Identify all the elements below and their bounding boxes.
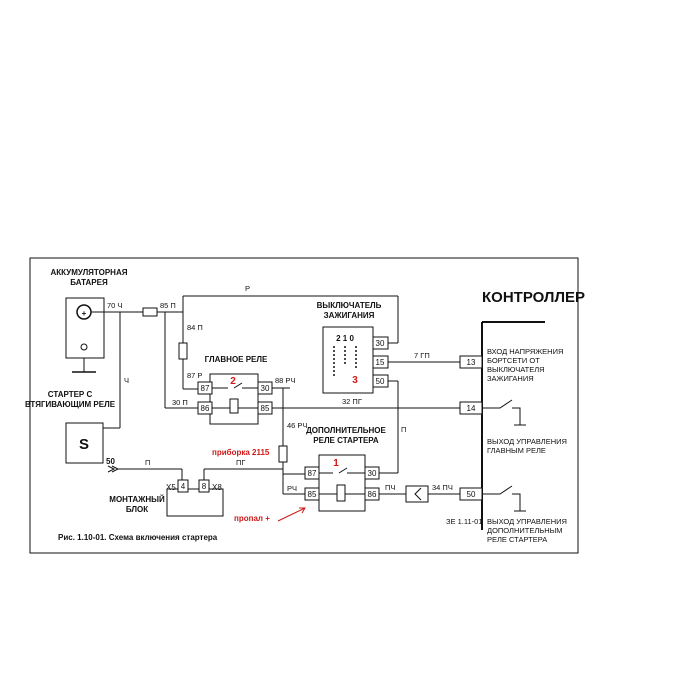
- controller-in1-label-3: ВЫКЛЮЧАТЕЛЯ: [487, 365, 545, 374]
- ignition-switch: [322, 326, 374, 394]
- diode-icon: [414, 487, 422, 501]
- figure-caption: Рис. 1.10-01. Схема включения стартера: [58, 533, 218, 542]
- main-relay-mark: 2: [230, 376, 236, 387]
- wire-label-84p: 84 П: [187, 323, 203, 332]
- controller-in1-label-4: ЗАЖИГАНИЯ: [487, 374, 534, 383]
- mount-block-label: МОНТАЖНЫЙ: [109, 495, 165, 504]
- controller-title: КОНТРОЛЛЕР: [482, 289, 585, 306]
- fuse-46: [278, 445, 288, 463]
- wire-label-30p: 30 П: [172, 398, 188, 407]
- ignition-pin50-label: 50: [376, 377, 385, 386]
- ignition-title: ВЫКЛЮЧАТЕЛЬ: [317, 301, 382, 310]
- controller-pin13-label: 13: [467, 358, 476, 367]
- annotation-power: пропал +: [234, 514, 270, 523]
- aux-relay-pin87-label: 87: [308, 469, 317, 478]
- wire-label-70ch: 70 Ч: [107, 301, 122, 310]
- ignition-pin30: [372, 336, 389, 350]
- controller-out2-label-2: ДОПОЛНИТЕЛЬНЫМ: [487, 526, 563, 535]
- mount-pin4-label: 4: [181, 482, 186, 491]
- wire-label-p: П: [401, 425, 406, 434]
- annotation-fuse: приборка 2115: [212, 448, 270, 457]
- wire-label-87r: 87 Р: [187, 371, 202, 380]
- annotation-arrow: [277, 507, 306, 522]
- starter-label: СТАРТЕР С: [48, 390, 93, 399]
- mount-x8: X8: [212, 483, 222, 492]
- connector-icon: [107, 465, 120, 473]
- mount-pin8-label: 8: [202, 482, 207, 491]
- wire-label-pg: ПГ: [236, 458, 245, 467]
- wire-label-32pg: 32 ПГ: [342, 397, 362, 406]
- main-relay-coil-icon: [229, 398, 239, 414]
- wire-label-7gp: 7 ГП: [414, 351, 430, 360]
- controller-out1-label: ВЫХОД УПРАВЛЕНИЯ: [487, 437, 567, 446]
- wire-label-rch: РЧ: [287, 484, 297, 493]
- battery-label-2: БАТАРЕЯ: [70, 278, 108, 287]
- controller-pin13: [459, 355, 483, 369]
- main-relay-pin86-label: 86: [201, 404, 210, 413]
- ignition-title-2: ЗАЖИГАНИЯ: [324, 311, 375, 320]
- aux-relay: [318, 454, 366, 512]
- aux-relay-pin86-label: 86: [368, 490, 377, 499]
- wire-label-pch: ПЧ: [385, 483, 395, 492]
- main-relay-pin30-label: 30: [261, 384, 270, 393]
- mount-pin4: [177, 479, 189, 493]
- mount-block: [166, 488, 224, 517]
- wire-label-46rch: 46 РЧ: [287, 421, 307, 430]
- aux-relay-contact: [319, 467, 365, 495]
- aux-relay-title-2: РЕЛЕ СТАРТЕРА: [313, 436, 379, 445]
- battery-minus-terminal: [80, 343, 88, 351]
- main-relay-contact: [212, 382, 258, 409]
- main-relay-title: ГЛАВНОЕ РЕЛЕ: [205, 355, 268, 364]
- starter-pin50: 50: [106, 457, 115, 466]
- wire-label-r: Р: [245, 284, 250, 293]
- fuse-main: [142, 307, 158, 317]
- controller-pin50-label: 50: [467, 490, 476, 499]
- starter: [65, 422, 104, 464]
- controller-out2-label-3: РЕЛЕ СТАРТЕРА: [487, 535, 547, 544]
- fuse-84: [178, 342, 188, 360]
- aux-relay-mark: 1: [333, 458, 339, 469]
- controller-switch1-icon: [482, 399, 526, 426]
- ignition-pin30-label: 30: [376, 339, 385, 348]
- ignition-positions: 2 1 0: [336, 334, 354, 343]
- diagram-frame: [29, 257, 579, 554]
- wire-label-p-starter: П: [145, 458, 150, 467]
- wire-label-ch: Ч: [124, 376, 129, 385]
- controller-in1-label: ВХОД НАПРЯЖЕНИЯ: [487, 347, 563, 356]
- wire-label-85p: 85 П: [160, 301, 176, 310]
- battery-plus: +: [82, 309, 87, 318]
- wire-label-88rch: 88 РЧ: [275, 376, 295, 385]
- main-relay-pin85-label: 85: [261, 404, 270, 413]
- controller-out2-label: ВЫХОД УПРАВЛЕНИЯ: [487, 517, 567, 526]
- controller-pin14-label: 14: [467, 404, 476, 413]
- mount-block-label-2: БЛОК: [126, 505, 148, 514]
- mount-x5: X5: [166, 483, 176, 492]
- aux-relay-title: ДОПОЛНИТЕЛЬНОЕ: [306, 426, 386, 435]
- starter-symbol: S: [79, 436, 89, 453]
- wire-label-34pch: 34 ПЧ: [432, 483, 453, 492]
- reference-code: ЗЕ 1.11-01: [446, 517, 483, 526]
- aux-relay-pin85-label: 85: [308, 490, 317, 499]
- ignition-contacts-icon: [333, 346, 357, 376]
- controller-switch2-icon: [482, 485, 526, 512]
- diode-connector: [405, 485, 429, 503]
- controller-in1-label-2: БОРТСЕТИ ОТ: [487, 356, 540, 365]
- controller-out1-label-2: ГЛАВНЫМ РЕЛЕ: [487, 446, 546, 455]
- battery-label: АККУМУЛЯТОРНАЯ: [51, 268, 128, 277]
- ignition-mark: 3: [352, 375, 358, 386]
- starter-label-2: ВТЯГИВАЮЩИМ РЕЛЕ: [25, 400, 116, 409]
- ignition-pin15-label: 15: [376, 358, 385, 367]
- aux-relay-coil-icon: [336, 484, 346, 502]
- aux-relay-pin30-label: 30: [368, 469, 377, 478]
- main-relay-pin87-label: 87: [201, 384, 210, 393]
